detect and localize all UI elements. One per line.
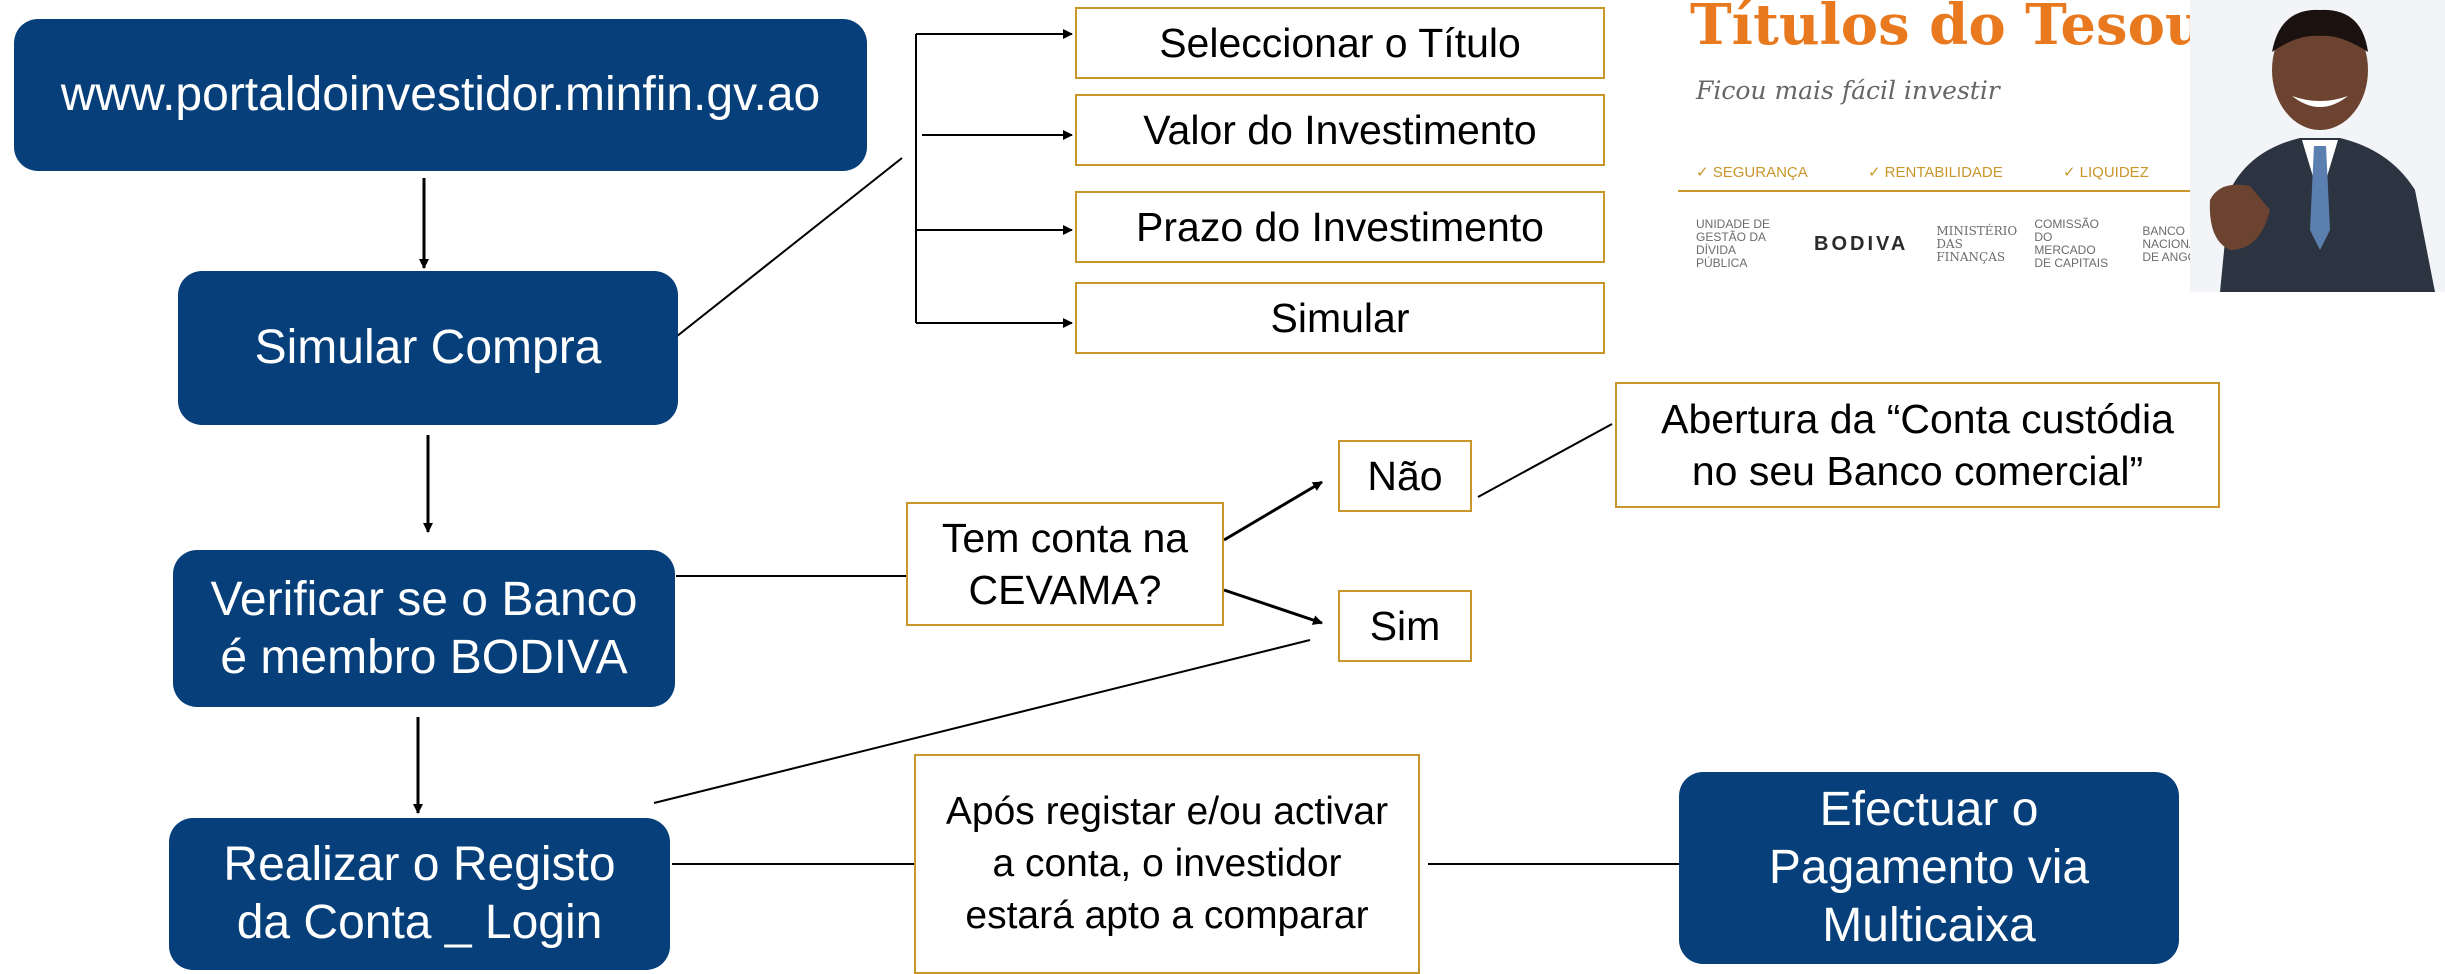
nao-box: Não (1338, 440, 1472, 512)
simular-compra-label: Simular Compra (254, 321, 602, 374)
tem-conta-box: Tem conta na CEVAMA? (906, 502, 1224, 626)
efectuar-pagamento-label: Efectuar o Pagamento via Multicaixa (1768, 783, 2090, 952)
feature-liquidez: ✓ LIQUIDEZ (2062, 164, 2149, 181)
valor-investimento-box: Valor do Investimento (1075, 94, 1605, 166)
efectuar-pagamento-node: Efectuar o Pagamento via Multicaixa (1679, 772, 2179, 964)
sim-box: Sim (1338, 590, 1472, 662)
prazo-investimento-box: Prazo do Investimento (1075, 191, 1605, 263)
tem-conta-label: Tem conta na CEVAMA? (941, 515, 1189, 613)
nao-label: Não (1367, 453, 1443, 499)
verificar-banco-node: Verificar se o Banco é membro BODIVA (173, 550, 675, 707)
verificar-banco-label: Verificar se o Banco é membro BODIVA (210, 572, 638, 684)
abertura-conta-label: Abertura da “Conta custódia no seu Banco… (1661, 396, 2174, 494)
ministerio-financas-logo: MINISTÉRIO DAS FINANÇAS (1936, 223, 2018, 264)
line-nao-to-abertura (1477, 423, 1613, 498)
cmc-logo: COMISSÃO DO MERCADO DE CAPITAIS (2034, 217, 2109, 270)
seleccionar-titulo-label: Seleccionar o Título (1159, 20, 1521, 66)
sim-label: Sim (1369, 603, 1441, 649)
prazo-investimento-label: Prazo do Investimento (1136, 204, 1544, 250)
line-simular-to-bracket (661, 157, 903, 349)
feature-seguranca: ✓ SEGURANÇA (1696, 164, 1808, 181)
portal-label: www.portaldoinvestidor.minfin.gv.ao (60, 68, 821, 121)
realizar-registo-label: Realizar o Registo da Conta _ Login (223, 838, 616, 949)
promo-logos: UNIDADE DE GESTÃO DA DÍVIDA PÚBLICA BODI… (1696, 218, 2217, 270)
udp-logo: UNIDADE DE GESTÃO DA DÍVIDA PÚBLICA (1696, 217, 1771, 270)
portal-node: www.portaldoinvestidor.minfin.gv.ao (14, 19, 867, 171)
valor-investimento-label: Valor do Investimento (1143, 107, 1537, 153)
promo-divider (1678, 190, 2238, 192)
feature-rentabilidade: ✓ RENTABILIDADE (1867, 164, 2003, 181)
promo-title: Títulos do Tesouro (1690, 0, 2273, 58)
simular-label: Simular (1270, 295, 1410, 341)
arrow-tem-conta-to-sim (1223, 588, 1323, 625)
arrow-tem-conta-to-nao (1223, 480, 1323, 542)
abertura-conta-box: Abertura da “Conta custódia no seu Banco… (1615, 382, 2220, 508)
line-registo-to-sim (653, 639, 1311, 804)
apos-registar-label: Após registar e/ou activar a conta, o in… (945, 790, 1389, 937)
businessman-image (2190, 0, 2445, 292)
promo-tagline: Ficou mais fácil investir (1696, 76, 2000, 105)
bodiva-logo: BODIVA (1814, 232, 1909, 255)
promo-features: ✓ SEGURANÇA ✓ RENTABILIDADE ✓ LIQUIDEZ (1696, 163, 2205, 181)
simular-box: Simular (1075, 282, 1605, 354)
apos-registar-box: Após registar e/ou activar a conta, o in… (914, 754, 1420, 974)
promo-banner: Títulos do Tesouro Ficou mais fácil inve… (1678, 0, 2445, 292)
simular-compra-node: Simular Compra (178, 271, 678, 425)
seleccionar-titulo-box: Seleccionar o Título (1075, 7, 1605, 79)
realizar-registo-node: Realizar o Registo da Conta _ Login (169, 818, 670, 970)
